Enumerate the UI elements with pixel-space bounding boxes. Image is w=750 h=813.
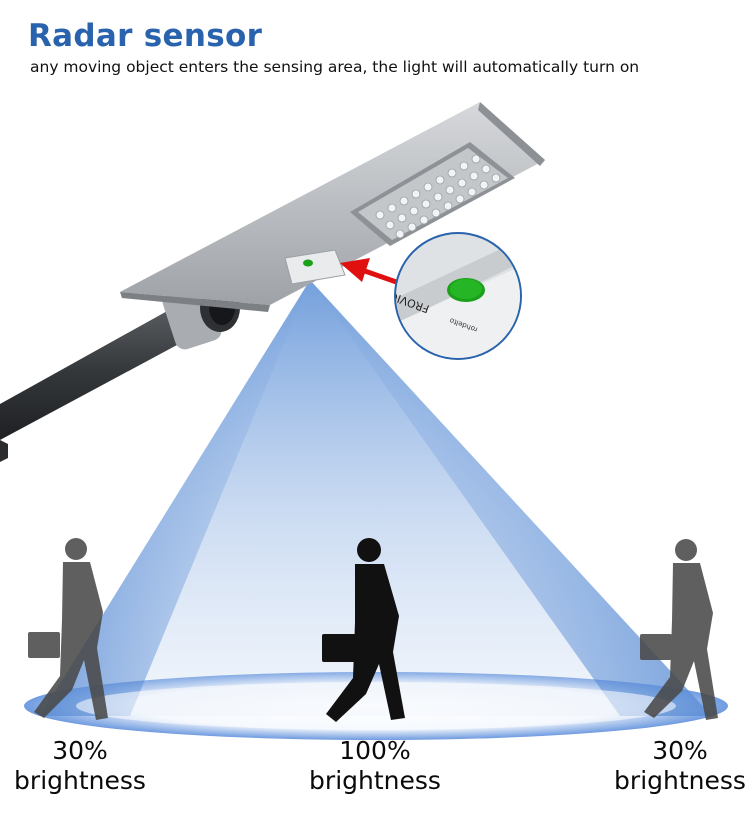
page-title: Radar sensor (28, 18, 263, 54)
sensor-inset: FROVIO rohdelto (394, 232, 522, 360)
page-subtitle: any moving object enters the sensing are… (30, 58, 640, 76)
zone-word-left: brightness (14, 766, 146, 795)
zone-percent-middle: 100% (339, 736, 411, 765)
zone-word-middle: brightness (309, 766, 441, 795)
zone-label-right: 30% brightness (600, 736, 750, 796)
businessman-icon (322, 538, 405, 722)
street-light-icon (0, 102, 545, 462)
zone-percent-right: 30% (652, 736, 708, 765)
businessman-icon (640, 539, 718, 720)
arrow-icon (340, 258, 403, 287)
zone-label-left: 30% brightness (0, 736, 160, 796)
businessman-icon (28, 538, 108, 720)
zone-percent-left: 30% (52, 736, 108, 765)
zone-label-middle: 100% brightness (295, 736, 455, 796)
zone-word-right: brightness (614, 766, 746, 795)
